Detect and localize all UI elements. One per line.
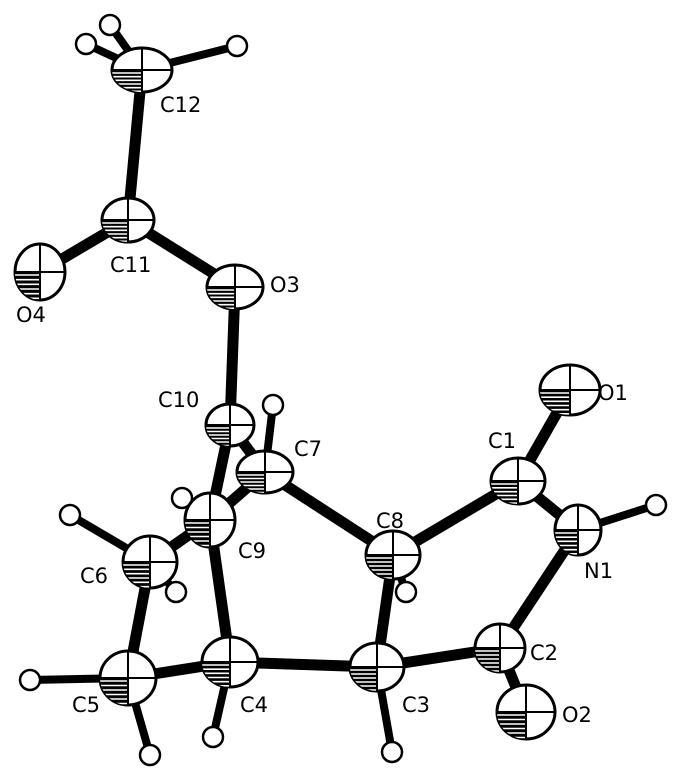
label-c12: C12 bbox=[160, 93, 201, 117]
atom-n1 bbox=[553, 503, 603, 557]
label-c5: C5 bbox=[72, 693, 100, 717]
hydrogen-atom bbox=[98, 13, 122, 37]
hydrogen-atom bbox=[201, 725, 225, 749]
label-c11: C11 bbox=[110, 253, 151, 277]
hydrogen-atom bbox=[394, 580, 418, 604]
hydrogen-atom bbox=[74, 32, 98, 56]
label-n1: N1 bbox=[584, 559, 613, 583]
atom-c7 bbox=[235, 449, 295, 495]
label-o2: O2 bbox=[562, 703, 592, 727]
label-c7: C7 bbox=[294, 437, 322, 461]
atom-o3 bbox=[205, 263, 265, 311]
hydrogen-atom bbox=[261, 393, 285, 417]
hydrogen-atom bbox=[644, 493, 668, 517]
hydrogen-atoms bbox=[18, 13, 668, 767]
atom-c5 bbox=[98, 649, 158, 707]
hydrogen-atom bbox=[225, 34, 249, 58]
hydrogen-atom bbox=[170, 486, 194, 510]
hydrogen-atom bbox=[58, 503, 82, 527]
label-o3: O3 bbox=[270, 273, 300, 297]
atom-c12 bbox=[110, 46, 174, 94]
atom-c2 bbox=[473, 622, 527, 674]
atom-c9 bbox=[183, 491, 237, 549]
label-c1: C1 bbox=[488, 429, 516, 453]
label-c2: C2 bbox=[530, 641, 558, 665]
atom-o1 bbox=[538, 363, 602, 417]
label-c9: C9 bbox=[238, 539, 266, 563]
heavy-atoms bbox=[13, 46, 603, 741]
atom-o4 bbox=[13, 242, 67, 302]
bond-c12-c11 bbox=[122, 69, 148, 221]
heavy-atom-bonds bbox=[37, 69, 583, 715]
label-o1: O1 bbox=[598, 381, 628, 405]
hydrogen-atom bbox=[18, 668, 42, 692]
label-o4: O4 bbox=[16, 303, 46, 327]
label-c8: C8 bbox=[376, 509, 404, 533]
atom-c11 bbox=[100, 196, 156, 244]
label-c6: C6 bbox=[80, 564, 108, 588]
atom-o2 bbox=[495, 683, 557, 741]
label-c4: C4 bbox=[240, 693, 268, 717]
atom-c3 bbox=[348, 641, 406, 693]
atom-c8 bbox=[364, 529, 422, 581]
label-c3: C3 bbox=[402, 693, 430, 717]
atom-c6 bbox=[121, 534, 179, 590]
label-c10: C10 bbox=[158, 388, 199, 412]
hydrogen-atom bbox=[380, 740, 404, 764]
atom-c1 bbox=[489, 456, 547, 506]
atom-c4 bbox=[200, 635, 260, 689]
hydrogen-atom bbox=[138, 743, 162, 767]
atom-c10 bbox=[204, 402, 256, 448]
hydrogen-atom bbox=[164, 580, 188, 604]
